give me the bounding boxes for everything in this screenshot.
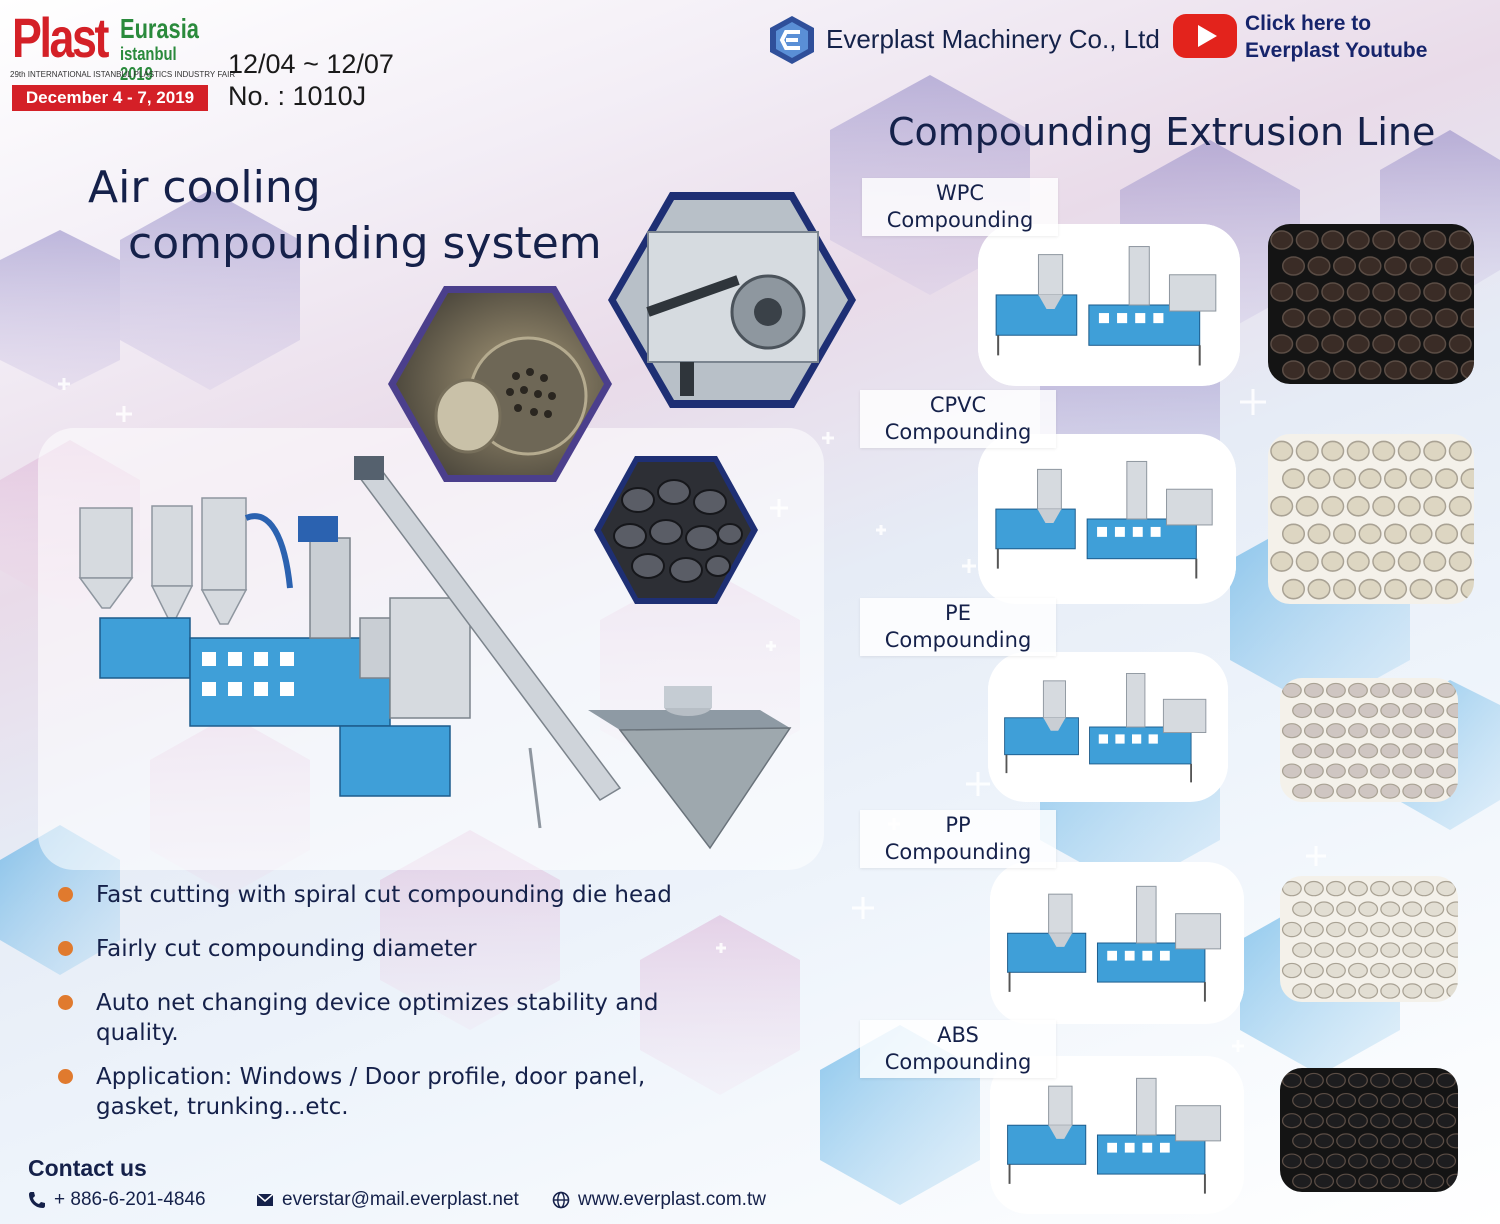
- air-cooling-title-line1: Air cooling: [88, 162, 321, 213]
- email-address: everstar@mail.everplast.net: [282, 1189, 519, 1210]
- air-cooling-machine-image: [78, 456, 792, 850]
- category-subtitle: Compounding: [884, 840, 1032, 864]
- everplast-logo-icon: [770, 16, 814, 64]
- contact-website[interactable]: www.everplast.com.tw: [552, 1188, 766, 1212]
- bullet-dot: [58, 941, 73, 956]
- category-name: CPVC: [929, 393, 987, 417]
- bullet-dot: [58, 887, 73, 902]
- machine-image-cpvc: [978, 434, 1236, 604]
- phone-icon: [29, 1192, 45, 1208]
- category-label-cpvc: CPVC Compounding: [860, 390, 1056, 448]
- feature-text: Application: Windows / Door profile, doo…: [96, 1064, 646, 1120]
- logo-eurasia-text: Eurasia: [120, 13, 199, 44]
- pellet-image-cpvc: [1268, 434, 1474, 604]
- machine-image-wpc: [978, 224, 1240, 386]
- feature-item: Fast cutting with spiral cut compounding…: [56, 880, 672, 910]
- feature-text: Auto net changing device optimizes stabi…: [96, 990, 659, 1046]
- contact-phone[interactable]: + 886-6-201-4846: [28, 1188, 206, 1212]
- pellet-image-wpc: [1268, 224, 1474, 384]
- company-name: Everplast Machinery Co., Ltd: [826, 24, 1160, 54]
- booth-number: No. : 1010J: [228, 81, 367, 111]
- pellet-image-pe: [1280, 678, 1458, 802]
- category-label-wpc: WPC Compounding: [862, 178, 1058, 236]
- category-name: PP: [945, 813, 971, 837]
- category-subtitle: Compounding: [884, 628, 1032, 652]
- category-label-pp: PP Compounding: [860, 810, 1056, 868]
- machine-image-pe: [988, 652, 1228, 802]
- logo-city-year: istanbul 2019: [120, 44, 177, 84]
- category-subtitle: Compounding: [884, 420, 1032, 444]
- bullet-dot: [58, 995, 73, 1010]
- category-subtitle: Compounding: [886, 208, 1034, 232]
- feature-item: Application: Windows / Door profile, doo…: [56, 1062, 696, 1122]
- booth-dates: 12/04 ~ 12/07: [228, 49, 394, 79]
- die-head-closeup-image: [388, 286, 612, 482]
- phone-number: + 886-6-201-4846: [54, 1189, 206, 1210]
- globe-icon: [552, 1191, 570, 1209]
- feature-item: Fairly cut compounding diameter: [56, 934, 477, 964]
- category-label-pe: PE Compounding: [860, 598, 1056, 656]
- youtube-link[interactable]: Click here to Everplast Youtube: [1245, 10, 1427, 64]
- youtube-link-line2: Everplast Youtube: [1245, 39, 1428, 62]
- contact-title: Contact us: [28, 1155, 147, 1181]
- youtube-link-line1: Click here to: [1245, 12, 1372, 35]
- feature-text: Fairly cut compounding diameter: [96, 936, 477, 962]
- website-url: www.everplast.com.tw: [578, 1189, 766, 1210]
- machine-image-abs: [990, 1056, 1244, 1214]
- logo-dates-banner: December 4 - 7, 2019: [12, 85, 208, 111]
- bullet-dot: [58, 1069, 73, 1084]
- category-label-abs: ABS Compounding: [860, 1020, 1056, 1078]
- category-subtitle: Compounding: [884, 1050, 1032, 1074]
- youtube-play-icon[interactable]: [1172, 12, 1238, 60]
- feature-item: Auto net changing device optimizes stabi…: [56, 988, 696, 1048]
- category-name: ABS: [937, 1023, 979, 1047]
- category-name: WPC: [935, 181, 985, 205]
- black-pellets-closeup-image: [594, 456, 758, 604]
- air-cooling-title-line2: compounding system: [128, 218, 602, 269]
- feature-text: Fast cutting with spiral cut compounding…: [96, 882, 672, 908]
- machine-image-pp: [990, 862, 1244, 1024]
- plast-eurasia-logo: Plast Eurasia istanbul 2019 29th INTERNA…: [8, 6, 235, 112]
- logo-fair-name: 29th INTERNATIONAL ISTANBUL PLASTICS IND…: [10, 70, 236, 79]
- compounding-extrusion-line-title: Compounding Extrusion Line: [888, 110, 1436, 154]
- contact-email[interactable]: everstar@mail.everplast.net: [256, 1188, 519, 1212]
- net-changer-closeup-image: [608, 192, 856, 408]
- envelope-icon: [256, 1193, 274, 1206]
- pellet-image-pp: [1280, 876, 1458, 1002]
- pellet-image-abs: [1280, 1068, 1458, 1192]
- logo-plast-text: Plast: [12, 6, 109, 69]
- category-name: PE: [945, 601, 971, 625]
